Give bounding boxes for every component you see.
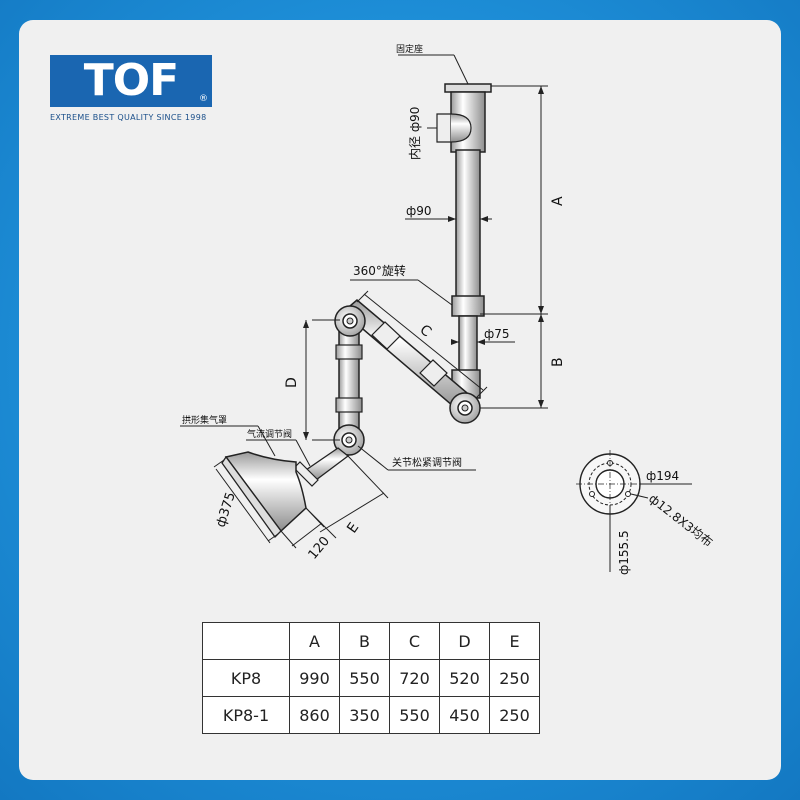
table-cell: 250	[489, 696, 540, 734]
table-cell: 860	[289, 696, 340, 734]
table-row: KP8 990 550 720 520 250	[202, 659, 540, 697]
vertical-pipe-lower	[458, 315, 478, 373]
flange-outer-label: ф194	[646, 469, 679, 483]
joint-top	[334, 305, 366, 337]
hood-depth-label: 120	[306, 534, 333, 563]
dim-d-label: D	[284, 377, 300, 388]
registered-mark: ®	[199, 94, 208, 104]
small-pipe-diameter-label: ф75	[484, 327, 510, 341]
spec-table: A B C D E KP8 990 550 720 520 250 KP8-1 …	[202, 622, 540, 734]
joint-lower	[333, 424, 365, 456]
table-header-cell: E	[489, 622, 540, 660]
inner-diameter-label: 内径 ф90	[408, 107, 422, 160]
arm-segment-d	[335, 319, 363, 441]
rotation-collar	[451, 295, 485, 317]
pipe-diameter-label: ф90	[406, 204, 432, 218]
table-cell: 990	[289, 659, 340, 697]
flange-detail	[576, 450, 692, 572]
table-cell: 550	[339, 659, 390, 697]
table-cell: 720	[389, 659, 440, 697]
table-cell: 550	[389, 696, 440, 734]
logo-box: TOF ®	[50, 55, 212, 107]
dim-e-label: E	[344, 520, 362, 536]
table-header-cell: B	[339, 622, 390, 660]
hood-diameter-label: ф375	[214, 490, 239, 529]
table-header-row: A B C D E	[202, 622, 540, 660]
table-header-cell: A	[289, 622, 340, 660]
hood-assembly	[221, 447, 350, 539]
logo-tagline: EXTREME BEST QUALITY SINCE 1998	[50, 113, 207, 122]
hood-label: 拱形集气罩	[182, 414, 227, 426]
joint-bottom-right	[449, 392, 481, 424]
dim-b-label: B	[550, 357, 566, 367]
vertical-pipe-upper	[455, 149, 481, 299]
rotation-label: 360°旋转	[353, 263, 406, 278]
mount-base	[436, 83, 492, 153]
table-header-cell: D	[439, 622, 490, 660]
dim-c-label: C	[416, 322, 434, 341]
table-cell: 350	[339, 696, 390, 734]
flange-holes-label: ф12.8X3均布	[646, 491, 715, 549]
table-header-cell	[202, 622, 290, 660]
dimension-lines	[180, 54, 548, 549]
table-cell: KP8-1	[202, 696, 290, 734]
arm-segment-c	[341, 299, 475, 414]
table-cell: KP8	[202, 659, 290, 697]
table-cell: 250	[489, 659, 540, 697]
mount-base-label: 固定座	[396, 43, 423, 55]
table-cell: 450	[439, 696, 490, 734]
logo-brand: TOF	[83, 55, 179, 106]
table-cell: 520	[439, 659, 490, 697]
arrowheads	[303, 86, 544, 440]
airflow-valve-label: 气流调节阀	[247, 428, 292, 440]
table-header-cell: C	[389, 622, 440, 660]
flange-pcd-label: ф155.5	[617, 530, 631, 575]
table-row: KP8-1 860 350 550 450 250	[202, 696, 540, 734]
joint-valve-label: 关节松紧调节阀	[392, 456, 462, 469]
dim-a-label: A	[550, 196, 566, 206]
tof-logo: TOF ®	[50, 55, 212, 110]
